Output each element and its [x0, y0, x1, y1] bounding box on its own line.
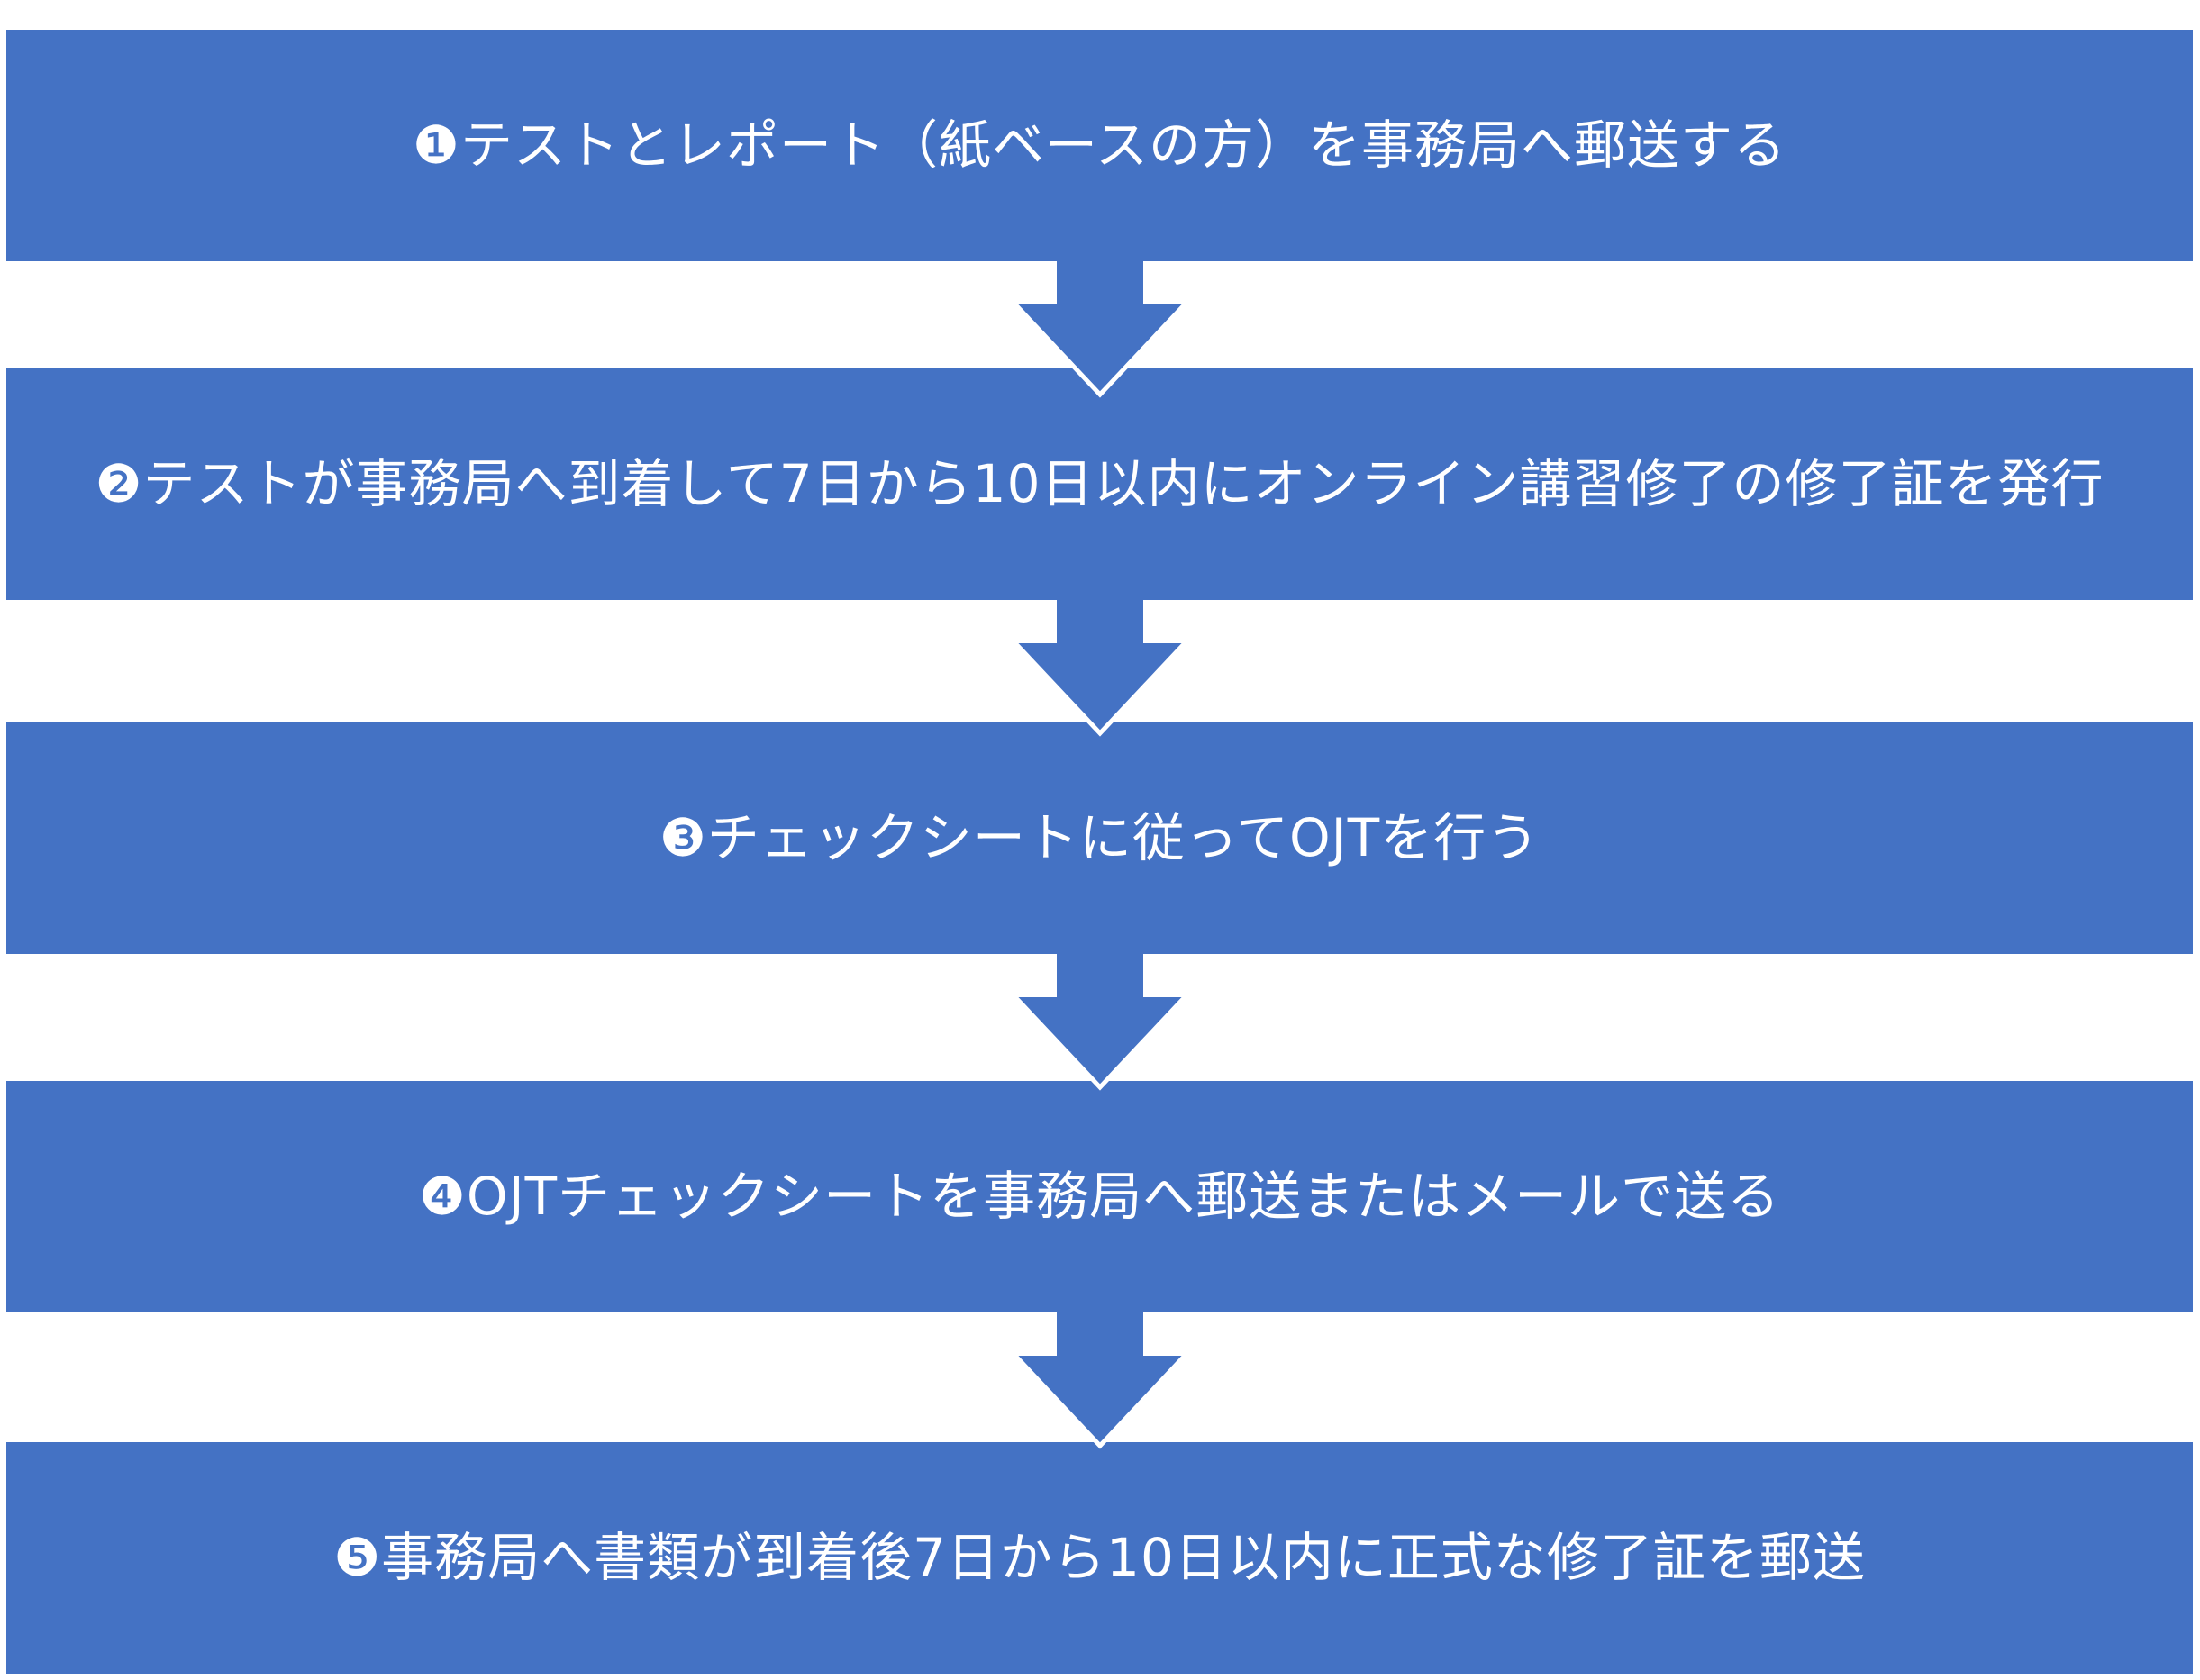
step-2-number-badge: ❷ — [95, 453, 143, 515]
down-arrow-1-icon — [1014, 261, 1186, 398]
step-1-bar: ❶テストとレポート（紙ベースの方）を事務局へ郵送する — [6, 30, 2193, 261]
down-arrow-4-outline — [1014, 1354, 1186, 1449]
step-2-bar: ❷テストが事務局へ到着して7日から10日以内にオンライン講習修了の修了証を発行 — [6, 368, 2193, 600]
down-arrow-3-body — [1015, 954, 1185, 1087]
down-arrow-2-body — [1015, 600, 1185, 733]
step-1-text: ❶テストとレポート（紙ベースの方）を事務局へ郵送する — [413, 115, 1786, 176]
step-4-number-badge: ❹ — [418, 1166, 467, 1228]
step-5-text: ❺事務局へ書類が到着後7日から10日以内に正式な修了証を郵送 — [333, 1528, 1866, 1588]
step-4-text: ❹OJTチェックシートを事務局へ郵送またはメールで送る — [419, 1167, 1780, 1227]
step-5-number-badge: ❺ — [333, 1527, 382, 1589]
down-arrow-1-body — [1015, 261, 1185, 395]
step-3-label: チェックシートに従ってOJTを行う — [706, 807, 1541, 869]
step-5-bar: ❺事務局へ書類が到着後7日から10日以内に正式な修了証を郵送 — [6, 1442, 2193, 1674]
down-arrow-1-outline — [1014, 303, 1186, 398]
step-3-number-badge: ❸ — [659, 807, 707, 869]
step-3-bar: ❸チェックシートに従ってOJTを行う — [6, 722, 2193, 954]
down-arrow-2-outline — [1014, 641, 1186, 737]
down-arrow-4-body — [1015, 1312, 1185, 1446]
down-arrow-2-icon — [1014, 600, 1186, 737]
step-1-label: テストとレポート（紙ベースの方）を事務局へ郵送する — [459, 114, 1787, 177]
step-5-label: 事務局へ書類が到着後7日から10日以内に正式な修了証を郵送 — [381, 1527, 1866, 1589]
step-4-label: OJTチェックシートを事務局へ郵送またはメールで送る — [466, 1166, 1781, 1228]
step-2-text: ❷テストが事務局へ到着して7日から10日以内にオンライン講習修了の修了証を発行 — [95, 454, 2105, 514]
step-2-label: テストが事務局へ到着して7日から10日以内にオンライン講習修了の修了証を発行 — [142, 453, 2105, 515]
step-1-number-badge: ❶ — [412, 114, 460, 177]
step-4-bar: ❹OJTチェックシートを事務局へ郵送またはメールで送る — [6, 1081, 2193, 1312]
down-arrow-4-icon — [1014, 1312, 1186, 1449]
down-arrow-3-outline — [1014, 995, 1186, 1091]
down-arrow-3-icon — [1014, 954, 1186, 1091]
step-3-text: ❸チェックシートに従ってOJTを行う — [659, 808, 1540, 868]
